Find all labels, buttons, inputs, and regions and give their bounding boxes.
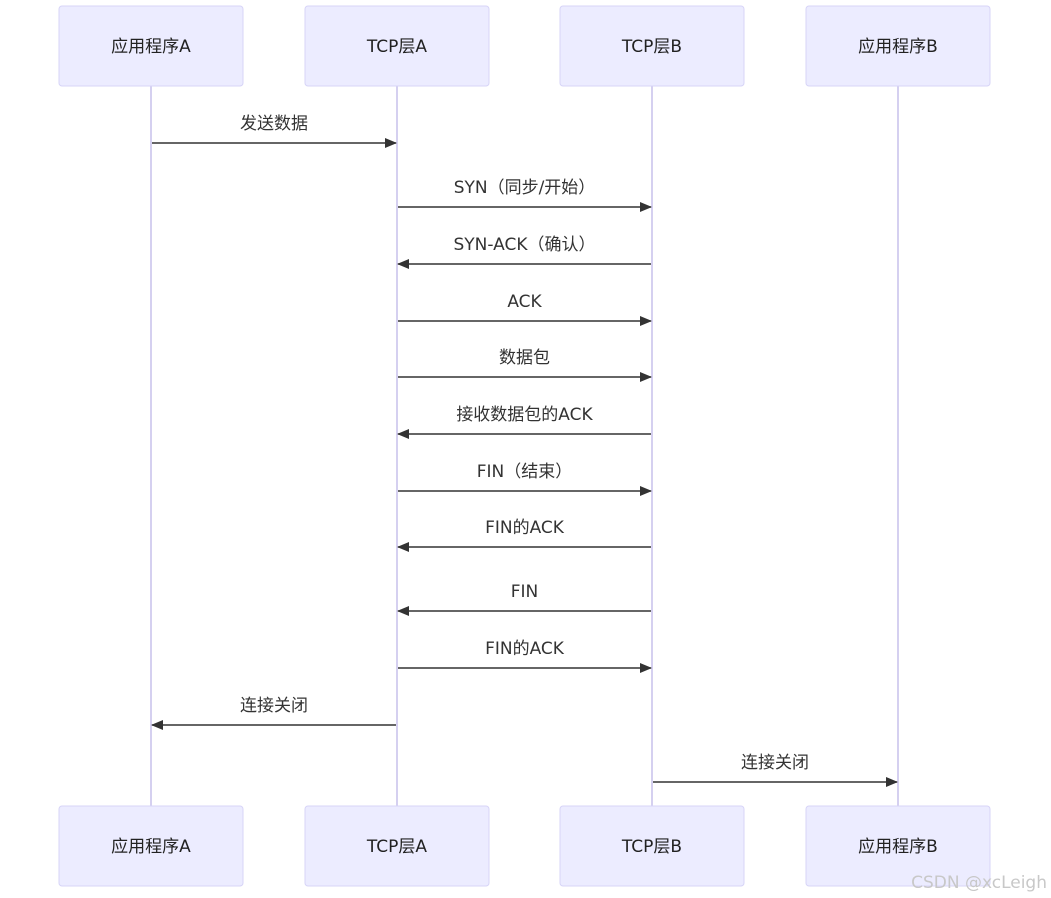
actor-box [58, 805, 244, 887]
message-3: SYN-ACK（确认） [397, 235, 651, 269]
actor-box [559, 5, 745, 87]
message-1: 发送数据 [152, 114, 397, 148]
actor-top-4: 应用程序B [805, 5, 991, 87]
message-4: ACK [398, 292, 652, 326]
actor-bottom-1: 应用程序A [58, 805, 244, 887]
message-7: FIN（结束） [398, 462, 652, 496]
actor-label: TCP层A [366, 837, 428, 857]
actor-box [805, 5, 991, 87]
actor-box [559, 805, 745, 887]
message-2: SYN（同步/开始） [398, 178, 652, 212]
actor-label: TCP层B [621, 837, 682, 857]
message-label: ACK [507, 292, 542, 312]
actor-label: TCP层B [621, 37, 682, 57]
actor-label: 应用程序B [858, 837, 938, 857]
actor-bottom-4: 应用程序B [805, 805, 991, 887]
actor-label: 应用程序B [858, 37, 938, 57]
message-label: 数据包 [499, 348, 550, 368]
message-label: FIN的ACK [485, 518, 565, 538]
actor-bottom-3: TCP层B [559, 805, 745, 887]
actor-label: TCP层A [366, 37, 428, 57]
message-6: 接收数据包的ACK [397, 405, 651, 439]
message-label: 接收数据包的ACK [456, 405, 593, 425]
message-10: FIN的ACK [398, 639, 652, 673]
actor-box [304, 805, 490, 887]
actor-label: 应用程序A [111, 37, 191, 57]
message-8: FIN的ACK [397, 518, 651, 552]
message-label: 连接关闭 [240, 696, 308, 716]
message-label: FIN [511, 582, 539, 602]
actor-bottom-2: TCP层A [304, 805, 490, 887]
message-label: SYN-ACK（确认） [453, 235, 595, 255]
actor-box [304, 5, 490, 87]
message-12: 连接关闭 [653, 753, 898, 787]
actor-box [805, 805, 991, 887]
message-label: FIN（结束） [477, 462, 573, 482]
message-label: 连接关闭 [741, 753, 809, 773]
actor-label: 应用程序A [111, 837, 191, 857]
message-11: 连接关闭 [151, 696, 396, 730]
message-label: SYN（同步/开始） [454, 178, 596, 198]
actor-box [58, 5, 244, 87]
actor-top-1: 应用程序A [58, 5, 244, 87]
actor-top-2: TCP层A [304, 5, 490, 87]
message-9: FIN [397, 582, 651, 616]
message-label: 发送数据 [240, 114, 308, 134]
watermark: CSDN @xcLeigh [911, 873, 1047, 893]
message-label: FIN的ACK [485, 639, 565, 659]
message-5: 数据包 [398, 348, 652, 382]
actor-top-3: TCP层B [559, 5, 745, 87]
